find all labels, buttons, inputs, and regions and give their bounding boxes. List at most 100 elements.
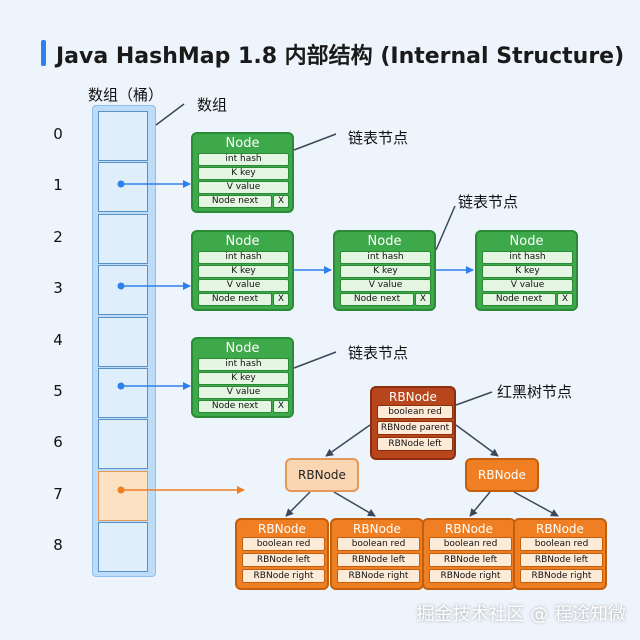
rb-edge-left-leaf2 <box>333 491 376 517</box>
rb-edge-right-leaf3 <box>469 491 491 517</box>
list-node-b3-1-field-2: V value <box>198 279 289 292</box>
list-node-b3-1-null-mark: X <box>273 293 289 306</box>
rb-edge-root-left <box>325 424 371 457</box>
rb-leaf-3-field-1: RBNode left <box>429 553 512 567</box>
rb-root-node-title: RBNode <box>389 390 437 404</box>
bucket-cell-6 <box>98 419 148 470</box>
list-node-b1-null-mark: X <box>273 195 289 208</box>
bucket-cell-0 <box>98 111 148 161</box>
rb-root-node-field-2: RBNode left <box>377 437 453 451</box>
array-label: 数组 <box>197 96 228 114</box>
rb-node-right-title: RBNode <box>478 468 526 482</box>
rb-leaf-2-field-1: RBNode left <box>337 553 420 567</box>
bucket-index-7: 7 <box>53 484 63 503</box>
list-node-b5-field-1: K key <box>198 372 289 385</box>
list-node-b1-field-2: V value <box>198 181 289 194</box>
bucket-index-6: 6 <box>53 433 63 452</box>
bucket-cell-7 <box>98 470 148 521</box>
list-node-b5-field-2: V value <box>198 386 289 399</box>
bucket-index-4: 4 <box>53 330 63 349</box>
list-node-b3-2-field-0: int hash <box>340 251 431 264</box>
rb-leaf-1-field-0: boolean red <box>242 537 325 551</box>
bucket-header-label: 数组（桶） <box>88 86 164 104</box>
rb-root-node-field-0: boolean red <box>377 405 453 419</box>
rb-node-left: RBNode <box>285 458 359 492</box>
bucket-index-0: 0 <box>53 125 63 143</box>
list-node-b3-3-field-1: K key <box>482 265 573 278</box>
rb-node-label: 红黑树节点 <box>497 383 573 401</box>
list-node-b3-2-title: Node <box>367 234 402 249</box>
list-node-b1-field-0: int hash <box>198 153 289 166</box>
rb-edge-right-leaf4 <box>513 491 559 517</box>
list-node-b3-2-field-1: K key <box>340 265 431 278</box>
bucket-cell-5 <box>98 368 148 418</box>
list-node-b3-1-field-0: int hash <box>198 251 289 264</box>
rb-leaf-1-field-1: RBNode left <box>242 553 325 567</box>
bucket-index-8: 8 <box>53 536 63 555</box>
rb-node-right: RBNode <box>465 458 539 492</box>
list-node-b1-field-3: Node next <box>198 195 272 208</box>
rb-edge-left-leaf1 <box>285 491 311 517</box>
list-node-b1-title: Node <box>225 136 260 151</box>
rb-edge-root-right <box>455 424 499 457</box>
bucket-cell-8 <box>98 522 148 573</box>
bucket-cell-1 <box>98 162 148 213</box>
list-node-label-1-leader <box>293 133 337 151</box>
list-node-b3-1-field-3: Node next <box>198 293 272 306</box>
list-node-label-3: 链表节点 <box>348 344 409 362</box>
list-node-label-2-leader <box>435 205 456 251</box>
rb-node-left-title: RBNode <box>298 468 346 482</box>
list-node-b5-null-mark: X <box>273 400 289 413</box>
list-node-label-3-leader <box>293 351 337 369</box>
title-accent-bar <box>41 40 46 66</box>
list-node-b3-3-null-mark: X <box>557 293 573 306</box>
list-node-b3-2-null-mark: X <box>415 293 431 306</box>
bucket-index-5: 5 <box>53 382 63 400</box>
list-node-b3-3-field-0: int hash <box>482 251 573 264</box>
list-node-b3-3-field-3: Node next <box>482 293 556 306</box>
list-node-b5-title: Node <box>225 341 260 356</box>
list-node-b1-field-1: K key <box>198 167 289 180</box>
rb-leaf-2-field-2: RBNode right <box>337 569 420 583</box>
watermark: 掘金技术社区 @ 程途知微 <box>416 604 626 625</box>
rb-leaf-4-field-2: RBNode right <box>520 569 603 583</box>
bucket-index-1: 1 <box>53 176 63 195</box>
rb-leaf-3-field-0: boolean red <box>429 537 512 551</box>
bucket-index-3: 3 <box>53 279 63 298</box>
rb-leaf-2-title: RBNode <box>353 522 401 536</box>
list-node-b3-1-field-1: K key <box>198 265 289 278</box>
list-node-b5-field-3: Node next <box>198 400 272 413</box>
rb-leaf-1-field-2: RBNode right <box>242 569 325 583</box>
rb-node-label-leader <box>455 391 493 406</box>
list-node-b3-2-field-3: Node next <box>340 293 414 306</box>
rb-leaf-4-field-1: RBNode left <box>520 553 603 567</box>
rb-leaf-3-field-2: RBNode right <box>429 569 512 583</box>
list-node-label-2: 链表节点 <box>458 193 519 211</box>
bucket-cell-2 <box>98 213 148 264</box>
rb-leaf-3-title: RBNode <box>445 522 493 536</box>
rb-leaf-4-title: RBNode <box>536 522 584 536</box>
page-title: Java HashMap 1.8 内部结构 (Internal Structur… <box>56 44 625 69</box>
list-node-b3-3-title: Node <box>509 234 544 249</box>
list-node-b3-2-field-2: V value <box>340 279 431 292</box>
list-node-b3-3-field-2: V value <box>482 279 573 292</box>
array-label-leader <box>155 103 185 126</box>
rb-leaf-4-field-0: boolean red <box>520 537 603 551</box>
rb-leaf-2-field-0: boolean red <box>337 537 420 551</box>
list-node-label-1: 链表节点 <box>348 129 409 147</box>
list-node-b5-field-0: int hash <box>198 358 289 371</box>
bucket-cell-3 <box>98 265 148 316</box>
bucket-index-2: 2 <box>53 227 63 246</box>
